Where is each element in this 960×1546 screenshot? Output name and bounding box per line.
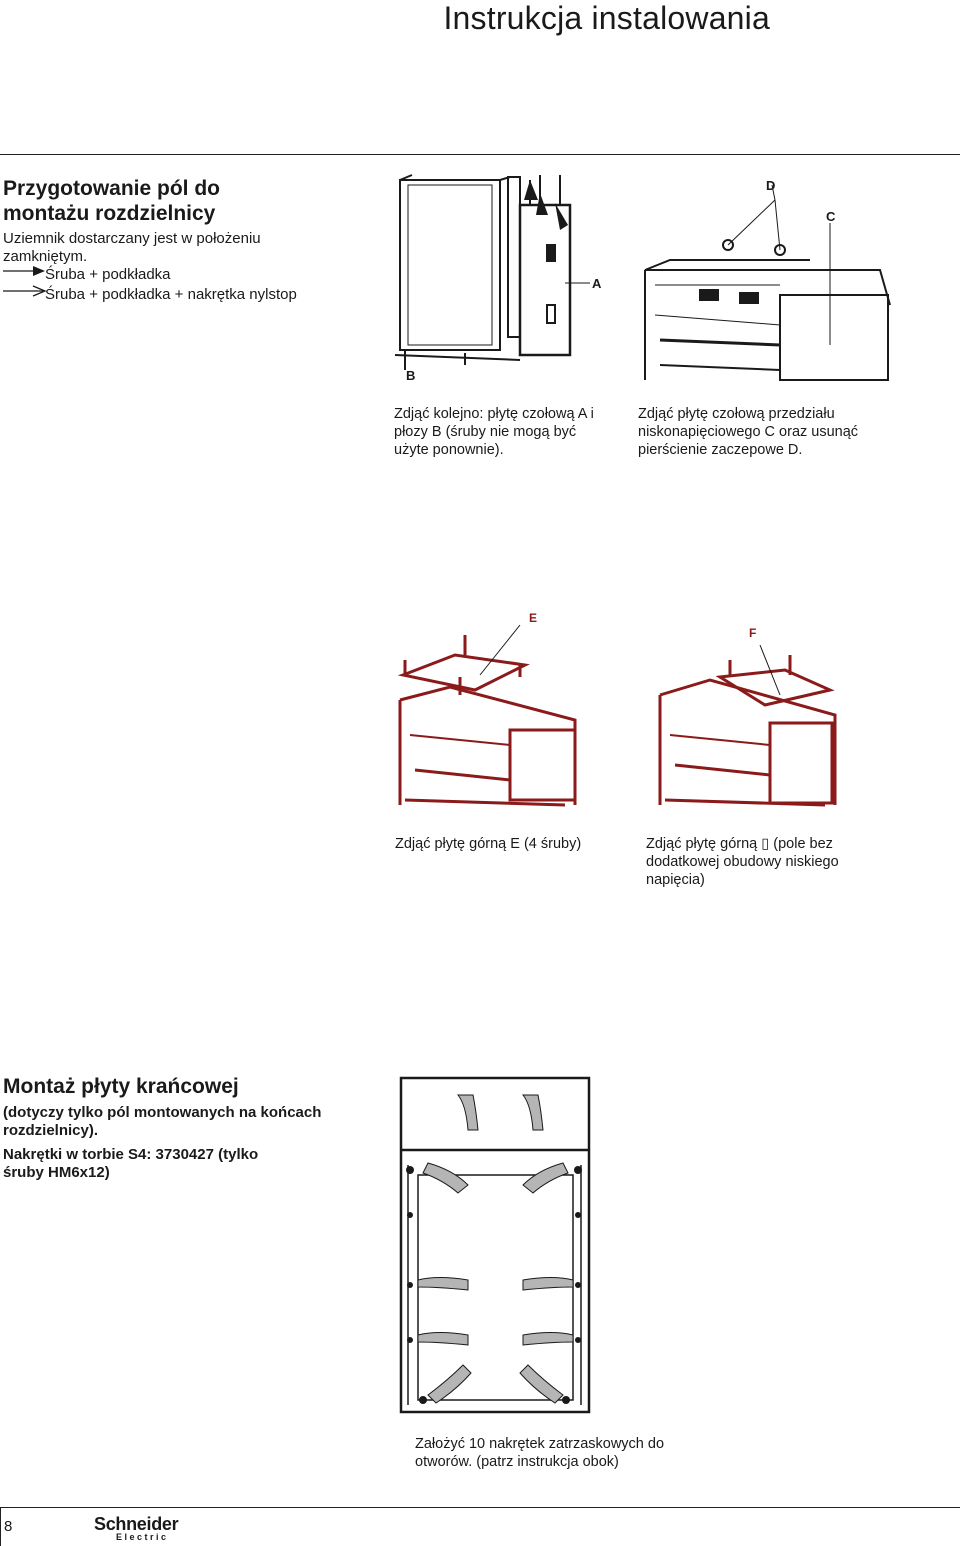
- schneider-logo: Schneider Electric: [94, 1514, 184, 1542]
- legend-label: Śruba + podkładka: [45, 266, 171, 283]
- figure-caption-f: Zdjąć płytę górną ▯ (pole bez dodatkowej…: [646, 836, 839, 888]
- logo-subtitle: Electric: [116, 1532, 169, 1542]
- section1-heading: Przygotowanie pól do montażu rozdzielnic…: [3, 177, 221, 225]
- header-rule: [0, 154, 960, 155]
- figure-label-d: D: [766, 178, 775, 193]
- arrow-open-icon: [3, 283, 47, 301]
- figure-top-plate-e: E: [397, 611, 577, 807]
- figure-label-b: B: [406, 368, 415, 383]
- legend-item-screw: Śruba + podkładka: [3, 266, 333, 284]
- footer-left-edge: [0, 1507, 1, 1546]
- section1-note: Uziemnik dostarczany jest w położeniu za…: [3, 230, 261, 265]
- figure-front-plate-removal: A B: [394, 174, 602, 383]
- figure-caption-end-plate: Założyć 10 nakrętek zatrzaskowych do otw…: [415, 1436, 665, 1470]
- section2-note1: (dotyczy tylko pól montowanych na końcac…: [3, 1104, 322, 1139]
- legend-item-screw-nut: Śruba + podkładka + nakrętka nylstop: [3, 283, 333, 304]
- figure-label-e: E: [529, 611, 537, 625]
- figure-top-plate-f: F: [658, 626, 837, 807]
- page-number: 8: [4, 1518, 13, 1535]
- figure-caption-e: Zdjąć płytę górną E (4 śruby): [395, 836, 582, 852]
- figure-lv-compartment: D C: [644, 178, 891, 381]
- legend-label: Śruba + podkładka + nakrętka nylstop: [45, 286, 297, 303]
- figure-caption-ab: Zdjąć kolejno: płytę czołową A i płozy B…: [394, 406, 594, 458]
- footer-rule: [0, 1507, 960, 1508]
- figure-caption-cd: Zdjąć płytę czołową przedziału niskonapi…: [638, 406, 859, 458]
- figure-end-plate: [399, 1076, 591, 1414]
- page-title: Instrukcja instalowania: [443, 0, 770, 36]
- figure-label-c: C: [826, 209, 836, 224]
- logo-wordmark: Schneider: [94, 1514, 179, 1534]
- section2-note2: Nakrętki w torbie S4: 3730427 (tylko śru…: [3, 1146, 259, 1181]
- figure-label-a: A: [592, 276, 602, 291]
- figure-label-f: F: [749, 626, 756, 640]
- section2-heading: Montaż płyty krańcowej: [3, 1075, 239, 1098]
- arrow-filled-icon: [3, 263, 45, 281]
